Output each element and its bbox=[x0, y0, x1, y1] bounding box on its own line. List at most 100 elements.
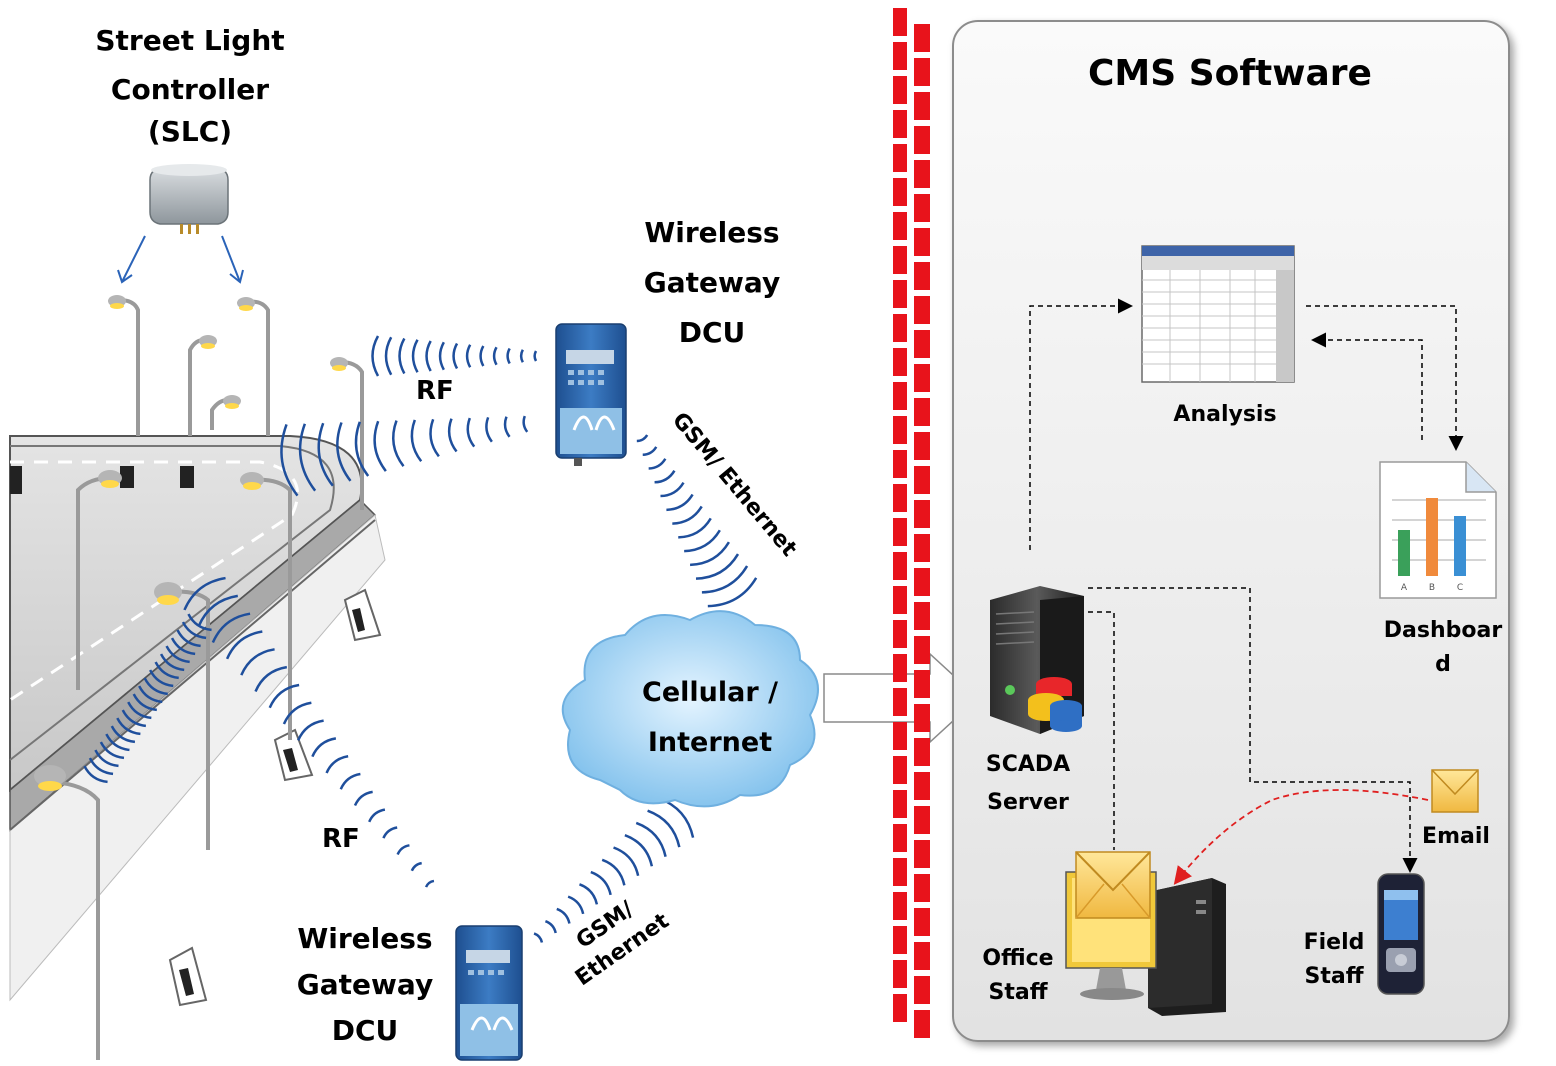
firewall-brick bbox=[914, 466, 930, 494]
firewall-brick bbox=[893, 892, 907, 920]
rf-wave-arc bbox=[579, 883, 599, 905]
rf-wave-arc bbox=[83, 765, 108, 784]
rf-wave-arc bbox=[88, 757, 114, 776]
rf-wave-arc bbox=[519, 349, 524, 363]
svg-text:B: B bbox=[1429, 583, 1435, 593]
rf-wave-arc bbox=[371, 335, 380, 377]
firewall-brick bbox=[893, 416, 907, 444]
rf-wave-arc bbox=[660, 481, 685, 498]
rf-wave-arc bbox=[391, 420, 405, 467]
rf-wave-arc bbox=[544, 920, 557, 934]
rf-wave-arc bbox=[465, 344, 472, 368]
field-staff-phone-icon bbox=[1377, 873, 1425, 995]
svg-text:A: A bbox=[1401, 583, 1408, 593]
rf-wave-arc bbox=[143, 677, 168, 696]
rf-wave-arc bbox=[506, 347, 511, 365]
rf-wave-arc bbox=[317, 422, 334, 487]
gateway-bottom-line1: Wireless bbox=[297, 922, 433, 955]
firewall-brick bbox=[893, 8, 907, 36]
scada-label: SCADA Server bbox=[966, 746, 1090, 822]
firewall-wall bbox=[893, 8, 930, 1038]
rf-wave-arc bbox=[701, 565, 749, 594]
rf-wave-arc bbox=[452, 342, 459, 370]
firewall-brick bbox=[893, 824, 907, 852]
firewall-brick bbox=[914, 262, 930, 290]
rf-wave-arc bbox=[424, 879, 435, 888]
email-envelope-icon bbox=[1431, 769, 1479, 813]
rf-wave-arc bbox=[466, 417, 476, 448]
field-staff-line2: Staff bbox=[1304, 964, 1364, 989]
firewall-brick bbox=[893, 858, 907, 886]
rf-wave-arc bbox=[225, 630, 263, 660]
rf-wave-arc bbox=[354, 421, 370, 477]
rf-wave-arc bbox=[183, 576, 226, 611]
gateway-top-label: Wireless Gateway DCU bbox=[622, 208, 802, 358]
field-staff-label: Field Staff bbox=[1292, 926, 1376, 994]
firewall-brick bbox=[914, 330, 930, 358]
firewall-brick bbox=[914, 58, 930, 86]
slc-arrows bbox=[117, 235, 244, 284]
rf-wave-arc bbox=[410, 419, 423, 463]
gateway-top-line3: DCU bbox=[678, 316, 746, 349]
rf-wave-arc bbox=[438, 341, 445, 371]
rf-wave-arc bbox=[384, 336, 393, 376]
rf-wave-arc bbox=[339, 772, 361, 790]
rf-wave-arc bbox=[666, 493, 694, 512]
rf-wave-arc bbox=[127, 701, 152, 720]
slc-label-line2: Controller bbox=[110, 73, 270, 106]
cms-title: CMS Software bbox=[1088, 53, 1372, 94]
firewall-brick bbox=[893, 76, 907, 104]
firewall-brick bbox=[914, 126, 930, 154]
rf-wave-arc bbox=[624, 834, 654, 867]
firewall-brick bbox=[893, 518, 907, 546]
firewall-brick bbox=[893, 382, 907, 410]
rf-wave-arc bbox=[485, 416, 493, 443]
rf-wave-arc bbox=[429, 418, 440, 458]
firewall-brick bbox=[893, 42, 907, 70]
rf-wave-arc bbox=[636, 434, 649, 443]
cms-dashed-connectors bbox=[1029, 298, 1464, 873]
scada-label-line2: Server bbox=[987, 790, 1069, 815]
rf-wave-arc bbox=[503, 416, 511, 438]
rf-wave-arc bbox=[116, 717, 141, 736]
firewall-brick bbox=[893, 960, 907, 988]
analysis-spreadsheet-icon bbox=[1141, 245, 1295, 383]
rf-wave-arc bbox=[353, 790, 373, 807]
firewall-brick bbox=[914, 908, 930, 936]
rf-wave-arc bbox=[311, 737, 337, 758]
rf-wave-arc bbox=[373, 420, 387, 472]
rf-wave-arc bbox=[181, 621, 207, 640]
rf-wave-arc bbox=[567, 895, 585, 915]
rf-wave-arc bbox=[647, 809, 681, 848]
rf-wave-arc bbox=[684, 529, 721, 553]
rf-wave-arc bbox=[149, 669, 174, 688]
rf-wave-arc bbox=[138, 685, 163, 704]
office-staff-line1: Office bbox=[982, 946, 1054, 971]
street-light-heads bbox=[34, 295, 348, 791]
cloud-icon bbox=[561, 610, 819, 808]
cloud-label: Cellular / Internet bbox=[620, 668, 800, 768]
dcu-bottom-device bbox=[455, 925, 523, 1061]
email-red-arrow bbox=[1173, 789, 1429, 885]
scada-server-icon bbox=[990, 586, 1084, 734]
firewall-brick bbox=[893, 620, 907, 648]
firewall-brick bbox=[914, 194, 930, 222]
rf-wave-arc bbox=[176, 629, 201, 648]
dashboard-label-line1: Dashboar bbox=[1383, 618, 1503, 643]
dashboard-label-line2: d bbox=[1435, 652, 1451, 677]
firewall-brick bbox=[914, 772, 930, 800]
firewall-brick bbox=[914, 500, 930, 528]
firewall-brick bbox=[914, 92, 930, 120]
firewall-brick bbox=[893, 586, 907, 614]
rf-wave-arc bbox=[368, 808, 386, 823]
cloud-label-line2: Internet bbox=[647, 727, 773, 758]
rf-wave-arc bbox=[411, 339, 419, 373]
rf-wave-arc bbox=[672, 505, 703, 525]
firewall-brick bbox=[914, 160, 930, 188]
rf-wave-arc bbox=[211, 612, 251, 644]
rf-wave-arc bbox=[94, 749, 119, 768]
firewall-brick bbox=[914, 534, 930, 562]
rf-wave-arc bbox=[533, 350, 538, 362]
firewall-brick bbox=[893, 212, 907, 240]
firewall-brick bbox=[914, 704, 930, 732]
